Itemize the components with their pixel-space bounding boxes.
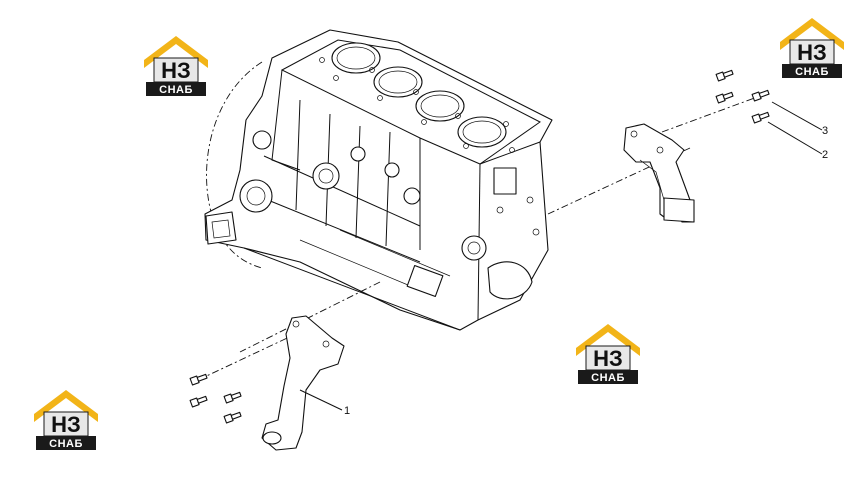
svg-text:НЗ: НЗ [51,412,81,437]
svg-text:СНАБ: СНАБ [795,66,829,78]
callout-1: 1 [344,405,350,417]
mount-bracket-right [623,123,695,223]
callout-2: 2 [822,149,828,161]
callout-3: 3 [822,125,828,137]
mount-bracket-left [261,315,345,451]
svg-text:НЗ: НЗ [797,40,827,65]
svg-text:СНАБ: СНАБ [49,438,83,450]
brand-logo-watermark: НЗ СНАБ [776,12,848,84]
svg-text:СНАБ: СНАБ [159,84,193,96]
svg-text:СНАБ: СНАБ [591,372,625,384]
bolts-top [715,69,770,124]
leader-line-2 [767,121,823,155]
brand-logo-watermark: НЗ СНАБ [572,318,644,390]
leader-line-1 [299,389,343,411]
bolts-bottom [189,373,242,424]
svg-text:НЗ: НЗ [161,58,191,83]
brand-logo-watermark: НЗ СНАБ [140,30,212,102]
engine-block [204,29,553,331]
brand-logo-watermark: НЗ СНАБ [30,384,102,456]
callout-group: 3 2 1 [299,101,828,417]
svg-text:НЗ: НЗ [593,346,623,371]
leader-line-3 [771,101,823,131]
